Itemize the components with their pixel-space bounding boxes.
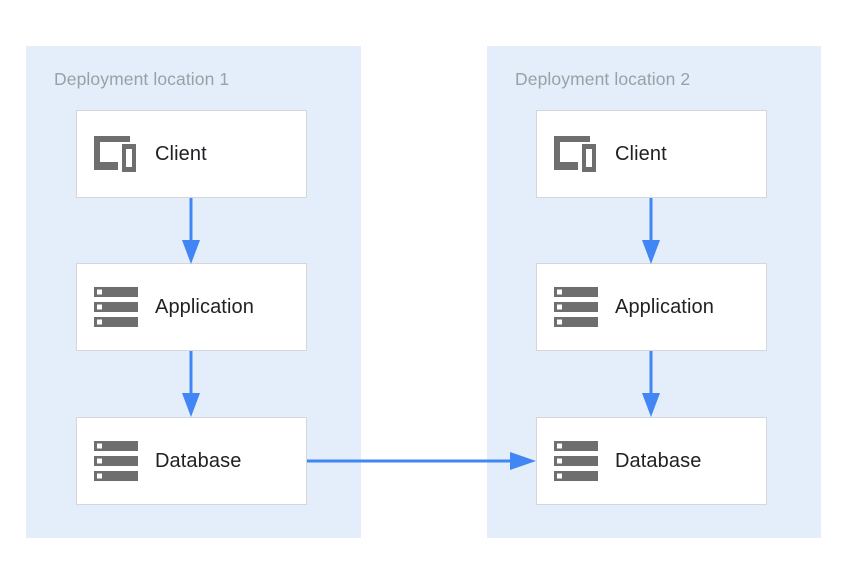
region-label-1: Deployment location 1: [54, 69, 230, 89]
region-label-2: Deployment location 2: [515, 69, 691, 89]
node-label-client-2: Client: [615, 142, 667, 165]
node-label-application-2: Application: [615, 295, 714, 318]
node-database-1[interactable]: Database: [76, 417, 307, 505]
devices-icon: [537, 110, 615, 198]
arrow-client-1-to-application-1: [178, 198, 204, 264]
node-application-2[interactable]: Application: [536, 263, 767, 351]
server-rack-icon: [537, 417, 615, 505]
arrow-client-2-to-application-2: [638, 198, 664, 264]
node-database-2[interactable]: Database: [536, 417, 767, 505]
arrow-application-1-to-database-1: [178, 351, 204, 417]
node-label-client-1: Client: [155, 142, 207, 165]
arrow-database-1-to-database-2: [307, 448, 536, 474]
devices-icon: [77, 110, 155, 198]
arrow-application-2-to-database-2: [638, 351, 664, 417]
node-application-1[interactable]: Application: [76, 263, 307, 351]
server-rack-icon: [77, 263, 155, 351]
node-label-database-1: Database: [155, 449, 242, 472]
server-rack-icon: [537, 263, 615, 351]
node-label-application-1: Application: [155, 295, 254, 318]
node-label-database-2: Database: [615, 449, 702, 472]
node-client-2[interactable]: Client: [536, 110, 767, 198]
server-rack-icon: [77, 417, 155, 505]
node-client-1[interactable]: Client: [76, 110, 307, 198]
